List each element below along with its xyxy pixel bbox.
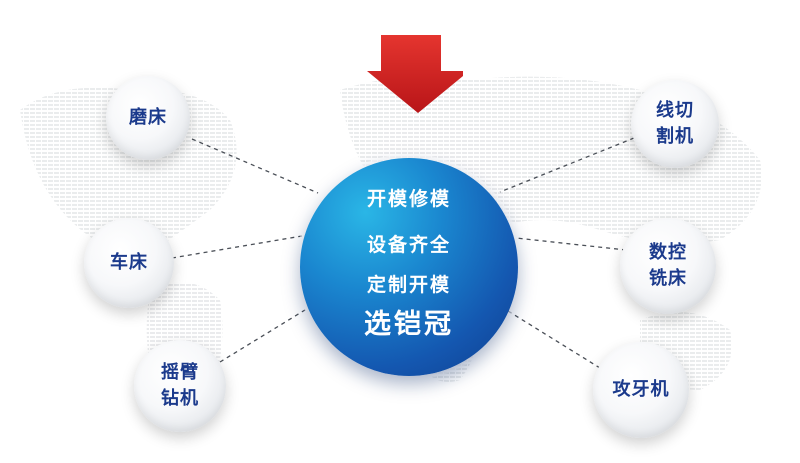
node-cnc-milling: 数控 铣床: [620, 218, 716, 314]
node-label: 攻牙机: [612, 379, 670, 400]
node-radial-drill: 摇臂 钻机: [134, 340, 226, 432]
connector-cnc-mill: [515, 237, 627, 251]
node-label: 摇臂 钻机: [161, 362, 199, 409]
hub-line-2: 设备齐全: [366, 234, 451, 256]
connector-tapping: [499, 305, 601, 369]
hub-line-3: 定制开模: [366, 274, 451, 296]
connector-wire-cut: [499, 137, 635, 193]
hub-line-1: 开模修模: [366, 188, 451, 210]
down-arrow-icon: [367, 35, 463, 113]
node-grinding-machine: 磨床: [106, 76, 190, 160]
hub-highlight: 选铠冠: [364, 309, 454, 340]
node-label: 数控 铣床: [649, 242, 687, 289]
node-tapping-machine: 攻牙机: [593, 342, 689, 438]
node-label: 线切 割机: [656, 100, 694, 147]
connector-lathe: [171, 235, 303, 259]
node-label: 磨床: [129, 107, 167, 128]
node-lathe: 车床: [84, 218, 174, 308]
central-hub: 开模修模 设备齐全 定制开模 选铠冠: [300, 158, 518, 376]
connector-grinding: [191, 138, 319, 194]
node-label: 车床: [110, 252, 148, 273]
node-wire-cut-machine: 线切 割机: [631, 80, 719, 168]
connector-radial-drill: [219, 301, 319, 363]
